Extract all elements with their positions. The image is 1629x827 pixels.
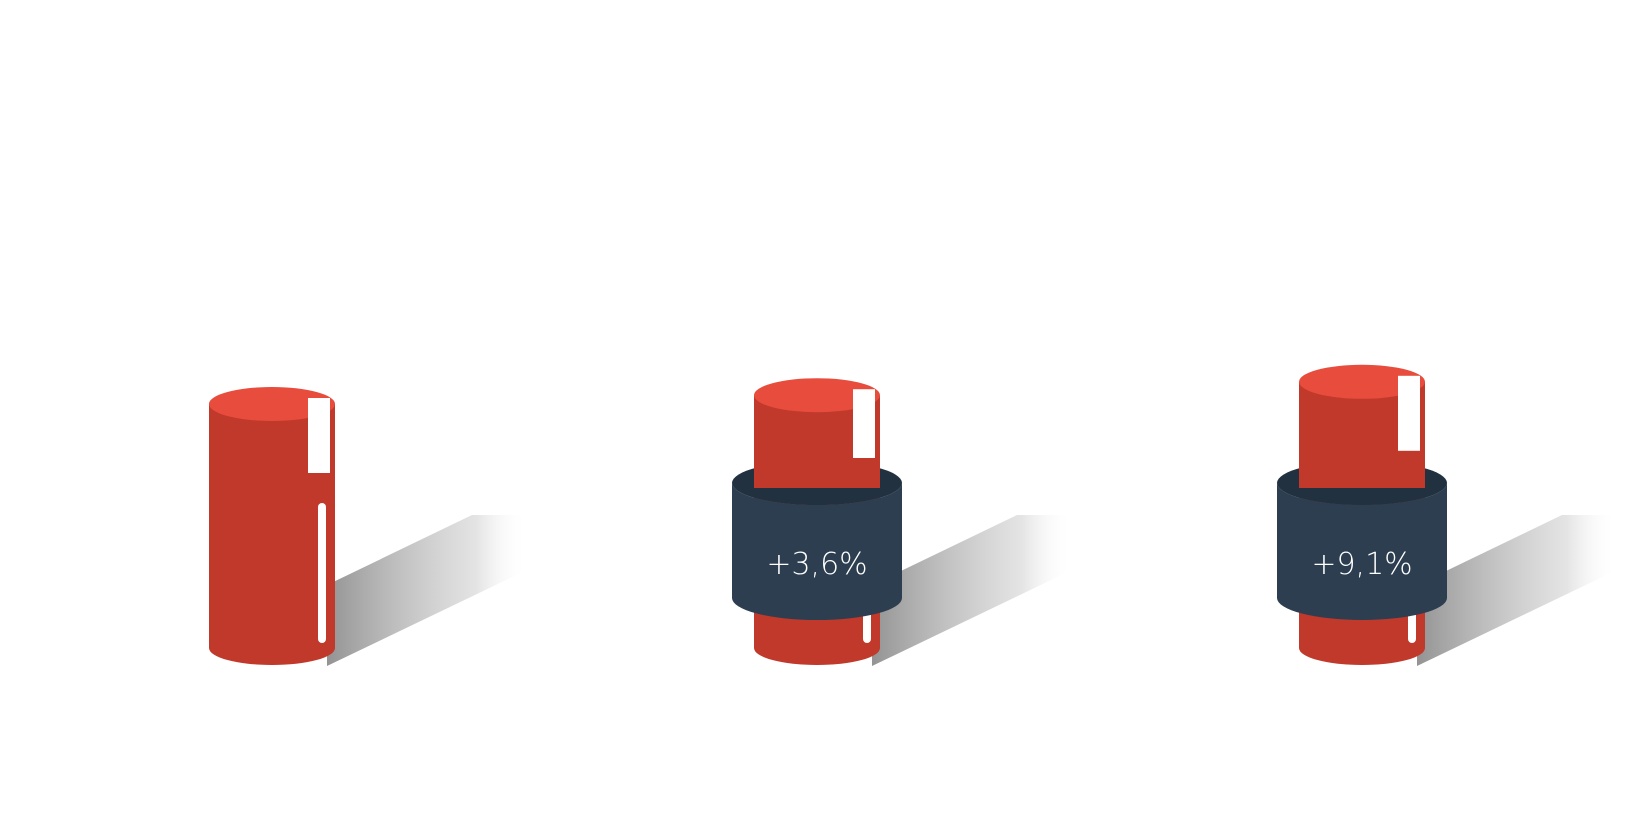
annotation-label: +9,1% <box>1311 547 1412 582</box>
cylinder-body-through-band <box>1299 458 1425 488</box>
cylinder-highlight <box>1398 375 1420 451</box>
cylinder-body-through-band <box>754 458 880 488</box>
annotation-label: +3,6% <box>766 547 867 582</box>
cylinder-body <box>209 404 335 665</box>
bar-shadow <box>1417 515 1617 666</box>
cylinder-top <box>209 387 335 421</box>
bar-group-2: +3,6% <box>732 378 1072 666</box>
cylinder-highlight <box>853 389 875 465</box>
bar-group-3: +9,1% <box>1277 364 1617 666</box>
cylinder-highlight-lower <box>318 503 326 643</box>
cylinder-top <box>1299 364 1425 399</box>
cylinder-top <box>754 378 880 413</box>
cylinder-highlight <box>308 398 330 473</box>
bars-layer: +3,6% +9,1% <box>209 364 1617 666</box>
bar-group-1 <box>209 387 527 666</box>
bar-shadow <box>872 515 1072 666</box>
annotation-band <box>1277 483 1447 620</box>
annotation-band <box>732 483 902 620</box>
bar-shadow <box>327 515 527 666</box>
